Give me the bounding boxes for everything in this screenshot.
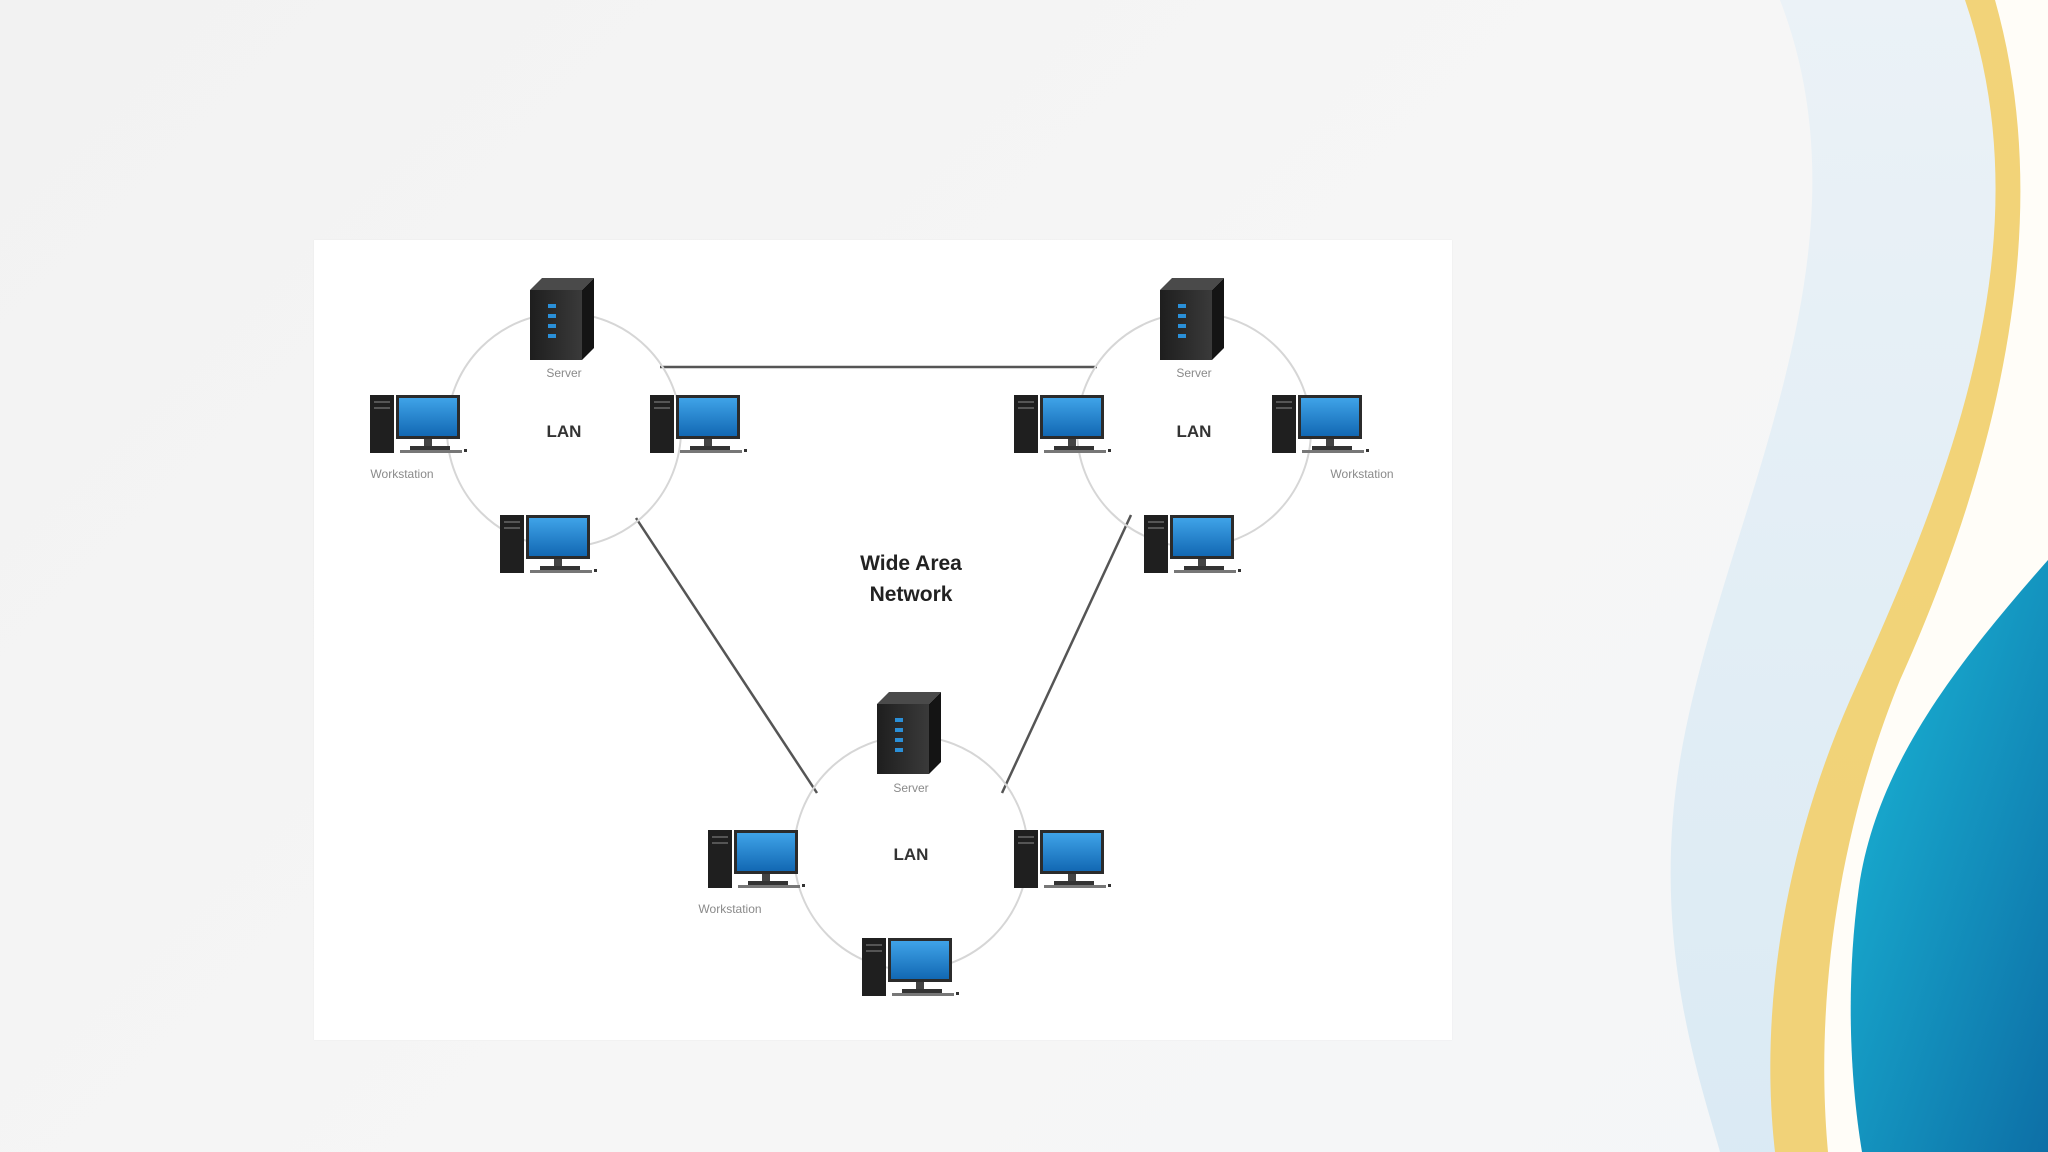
server-label: Server bbox=[546, 366, 581, 380]
network-diagram: Wide Area Network Server LAN Workstation… bbox=[370, 278, 1394, 996]
workstation-icon bbox=[1014, 830, 1111, 888]
wan-label-line2: Network bbox=[870, 583, 953, 606]
workstation-icon bbox=[370, 395, 467, 453]
workstation-label: Workstation bbox=[698, 902, 761, 916]
wan-link-left bbox=[634, 517, 819, 794]
server-label: Server bbox=[1176, 366, 1211, 380]
lan-label: LAN bbox=[1177, 422, 1212, 441]
workstation-icon bbox=[1272, 395, 1369, 453]
workstation-icon bbox=[1014, 395, 1111, 453]
lan-group-top-left: Server LAN Workstation bbox=[370, 278, 747, 573]
server-icon bbox=[877, 692, 941, 774]
workstation-icon bbox=[862, 938, 959, 996]
lan-label: LAN bbox=[547, 422, 582, 441]
workstation-icon bbox=[708, 830, 805, 888]
workstation-label: Workstation bbox=[370, 467, 433, 481]
network-diagram-card: Wide Area Network Server LAN Workstation… bbox=[314, 240, 1452, 1040]
workstation-icon bbox=[1144, 515, 1241, 573]
server-icon bbox=[530, 278, 594, 360]
lan-group-top-right: Server LAN Workstation bbox=[1014, 278, 1394, 573]
wan-label-line1: Wide Area bbox=[860, 552, 962, 575]
server-label: Server bbox=[893, 781, 928, 795]
workstation-icon bbox=[500, 515, 597, 573]
wan-link-right bbox=[1000, 514, 1133, 794]
lan-group-bottom: Server LAN Workstation bbox=[698, 692, 1111, 996]
workstation-label: Workstation bbox=[1330, 467, 1393, 481]
workstation-icon bbox=[650, 395, 747, 453]
lan-label: LAN bbox=[894, 845, 929, 864]
blue-wave bbox=[1850, 560, 2048, 1152]
server-icon bbox=[1160, 278, 1224, 360]
